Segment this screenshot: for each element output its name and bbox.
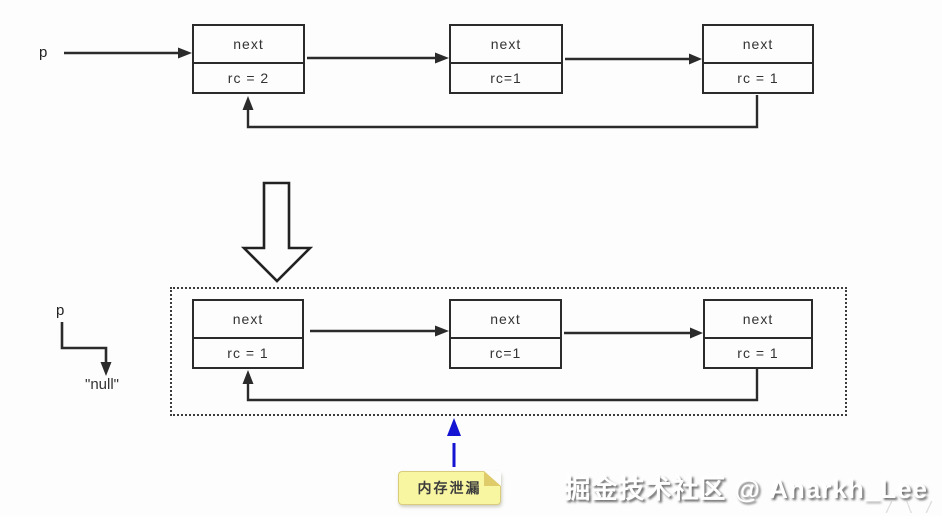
bottom-node-3-rc-field: rc = 1 [705, 337, 811, 367]
leak-callout-arrow [447, 418, 461, 467]
top-cycle-back-arrow [242, 95, 759, 129]
bottom-next-arrow-2 [564, 327, 703, 339]
bottom-pointer-null-arrow [60, 322, 112, 376]
top-pointer-arrow [64, 47, 192, 59]
bottom-node-3: next rc = 1 [703, 299, 813, 369]
top-node-1-rc-field: rc = 2 [194, 62, 303, 92]
bottom-node-1-rc-field: rc = 1 [194, 337, 302, 367]
big-down-arrow-icon [240, 181, 314, 283]
bottom-node-2: next rc=1 [449, 299, 562, 369]
top-node-2: next rc=1 [449, 24, 563, 94]
null-value-label: "null" [85, 376, 119, 393]
bottom-pointer-label: p [56, 302, 65, 319]
bottom-node-1: next rc = 1 [192, 299, 304, 369]
leak-boundary-box [170, 287, 847, 416]
top-pointer-label: p [39, 44, 48, 61]
top-node-3: next rc = 1 [702, 24, 814, 94]
memory-leak-note-label: 内存泄漏 [417, 480, 482, 496]
top-node-2-next-field: next [490, 36, 522, 52]
top-node-1-next-field: next [233, 36, 264, 52]
bottom-node-3-next-field: next [742, 311, 774, 327]
memory-leak-note: 内存泄漏 [398, 471, 501, 505]
bottom-node-1-next-field: next [232, 311, 264, 327]
bottom-cycle-back-arrow [242, 369, 759, 402]
note-folded-corner-icon [484, 471, 501, 486]
top-node-1: next rc = 2 [192, 24, 305, 94]
top-next-arrow-1 [307, 52, 449, 64]
bottom-next-arrow-1 [310, 325, 449, 337]
top-node-3-rc-field: rc = 1 [704, 62, 812, 92]
bottom-node-2-rc-field: rc=1 [451, 337, 560, 367]
top-next-arrow-2 [565, 53, 702, 65]
community-watermark: 掘金技术社区 @ Anarkh_Lee [564, 474, 928, 504]
top-node-2-rc-field: rc=1 [451, 62, 561, 92]
bottom-node-2-next-field: next [490, 311, 521, 327]
top-node-3-next-field: next [742, 36, 774, 52]
corner-smudge [884, 501, 936, 513]
